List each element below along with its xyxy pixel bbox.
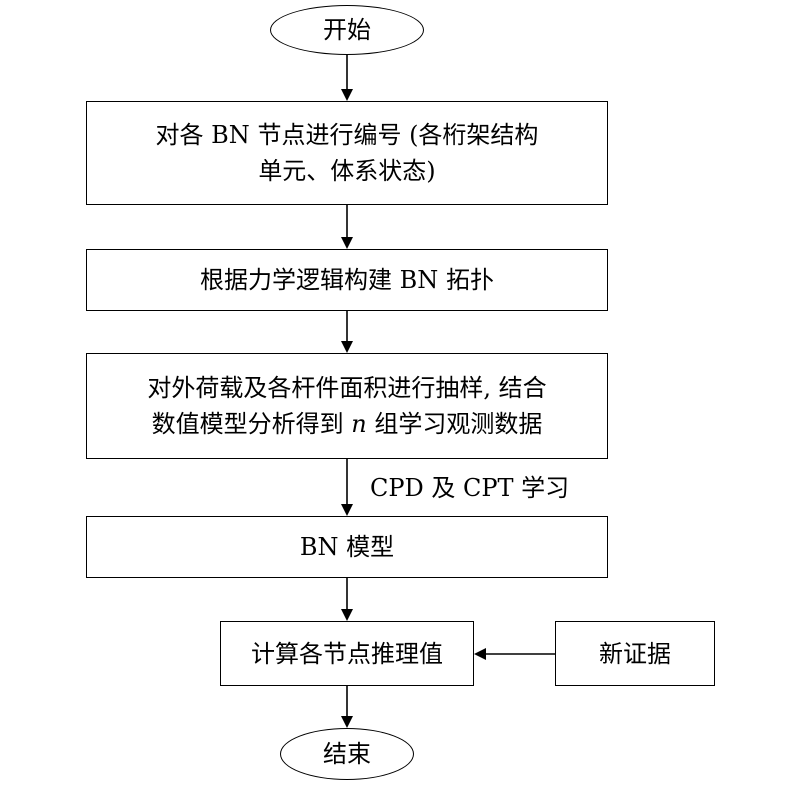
step-sampling-variable: n	[351, 410, 367, 438]
step-sampling-line2-after: 组学习观测数据	[366, 410, 543, 438]
step-bn-model: BN 模型	[86, 516, 608, 578]
edge-label-learning: CPD 及 CPT 学习	[370, 474, 570, 502]
step-bn-model-label: BN 模型	[299, 533, 395, 561]
end-label: 结束	[323, 740, 371, 768]
step-compute-inference-label: 计算各节点推理值	[251, 639, 443, 668]
step-sampling-line2-before: 数值模型分析得到	[151, 410, 352, 438]
step-sampling: 对外荷载及各杆件面积进行抽样, 结合 数值模型分析得到 n 组学习观测数据	[86, 353, 608, 459]
step-number-nodes-line1: 对各 BN 节点进行编号 (各桁架结构	[155, 121, 539, 149]
evidence-label: 新证据	[599, 639, 671, 668]
step-build-topology-label: 根据力学逻辑构建 BN 拓扑	[200, 266, 494, 294]
step-sampling-line1: 对外荷载及各杆件面积进行抽样, 结合	[147, 374, 547, 402]
step-sampling-line2: 数值模型分析得到 n 组学习观测数据	[152, 406, 543, 442]
start-node: 开始	[270, 5, 424, 55]
step-number-nodes-line2: 单元、体系状态)	[258, 157, 436, 185]
end-node: 结束	[280, 728, 414, 780]
step-build-topology: 根据力学逻辑构建 BN 拓扑	[86, 249, 608, 311]
step-compute-inference: 计算各节点推理值	[220, 621, 474, 686]
step-number-nodes: 对各 BN 节点进行编号 (各桁架结构 单元、体系状态)	[86, 101, 608, 205]
start-label: 开始	[323, 16, 371, 44]
evidence-node: 新证据	[555, 621, 715, 686]
